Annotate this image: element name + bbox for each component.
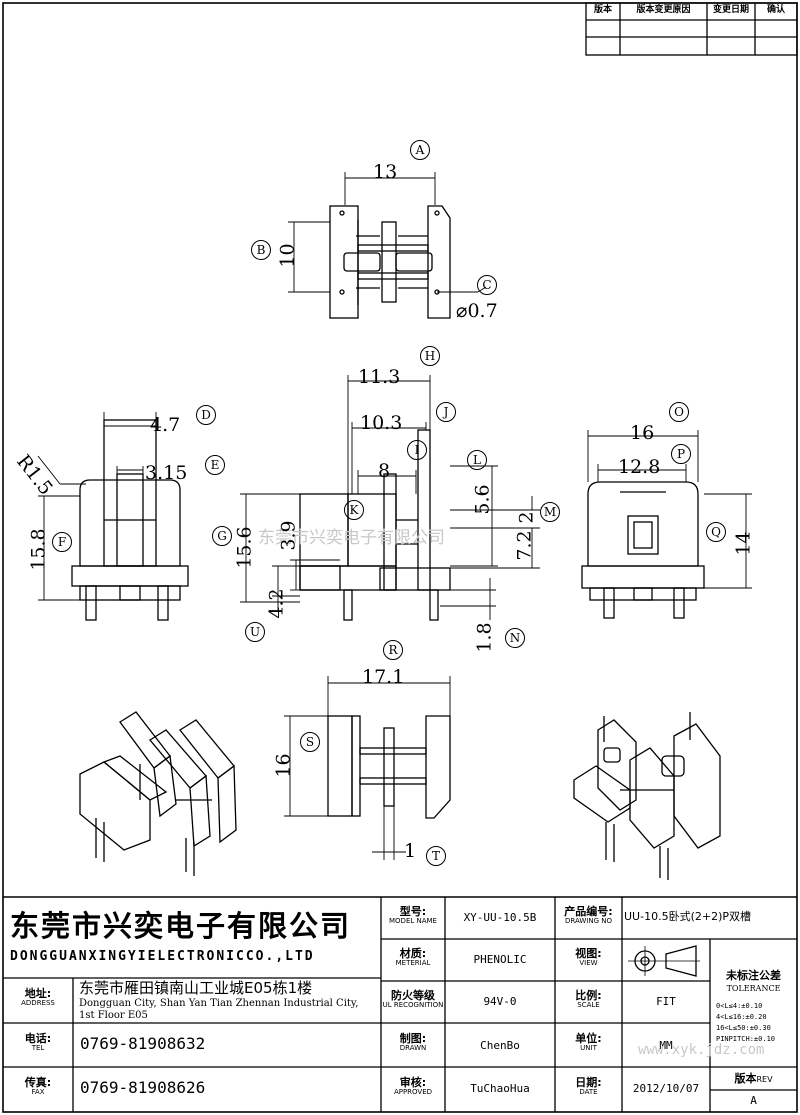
- ref-m: M: [540, 502, 560, 522]
- date-value: 2012/10/07: [632, 1082, 700, 1095]
- dim-q-value: 14: [732, 531, 755, 556]
- address-label: 地址:ADDRESS: [21, 987, 55, 1007]
- dim-h-value: 11.3: [358, 366, 401, 388]
- ref-k: K: [344, 500, 364, 520]
- unit-label: 单位:UNIT: [575, 1032, 602, 1052]
- scale-value: FIT: [656, 995, 676, 1008]
- ul-value: 94V-0: [483, 995, 517, 1008]
- dim-t-value: 1: [404, 840, 417, 862]
- ref-n: N: [505, 628, 525, 648]
- ref-b: B: [251, 240, 271, 260]
- ref-l: L: [467, 450, 487, 470]
- rev-header-version: 版本: [593, 5, 612, 15]
- ref-j: J: [436, 402, 456, 422]
- ref-d: D: [196, 405, 216, 425]
- dim-p-value: 12.8: [618, 456, 661, 478]
- drawn-label: 制图:DRAWN: [399, 1032, 427, 1052]
- drawn-value: ChenBo: [480, 1039, 520, 1052]
- material-value: PHENOLIC: [473, 953, 527, 966]
- dim-f-value: 15.8: [27, 528, 50, 571]
- ref-e: E: [205, 455, 225, 475]
- company-name-en: DONGGUANXINGYIELECTRONICCO.,LTD: [10, 949, 315, 964]
- scale-label: 比例:SCALE: [575, 989, 602, 1009]
- dim-m-value: 2: [515, 511, 538, 524]
- ref-r: R: [383, 640, 403, 660]
- tolerance-line-4: PINPITCH:±0.10: [716, 1035, 776, 1043]
- tolerance-line-3: 16<L≤50:±0.30: [716, 1024, 771, 1032]
- approved-value: TuChaoHua: [470, 1082, 530, 1095]
- ref-h: H: [420, 346, 440, 366]
- dim-g-value: 15.6: [233, 526, 256, 569]
- ref-s: S: [300, 732, 320, 752]
- title-block: [3, 896, 797, 1112]
- ref-g: G: [212, 526, 232, 546]
- material-label: 材质:METERIAL: [395, 947, 431, 967]
- ref-a: A: [410, 140, 430, 160]
- model-value: XY-UU-10.5B: [463, 911, 537, 924]
- front-view: [240, 375, 540, 621]
- dim-j-value: 10.3: [360, 412, 403, 434]
- dim-l-value: 5.6: [471, 484, 494, 515]
- dim-e-value: 3.15: [145, 462, 188, 484]
- ref-u: U: [245, 622, 265, 642]
- top-view: [288, 172, 487, 319]
- ref-c: C: [477, 275, 497, 295]
- fax-value: 0769-81908626: [80, 1078, 206, 1097]
- dim-d-value: 4.7: [150, 414, 181, 436]
- company-name-cn: 东莞市兴奕电子有限公司: [10, 909, 352, 943]
- tel-label: 电话:TEL: [24, 1032, 52, 1052]
- bottom-view: [284, 676, 451, 860]
- address-value-cn: 东莞市雁田镇南山工业城E05栋1楼: [79, 979, 313, 997]
- tolerance-title: 未标注公差: [726, 969, 781, 982]
- dim-c-value: ⌀0.7: [456, 300, 498, 322]
- unit-value: MM: [659, 1039, 673, 1052]
- rev-header-date: 变更日期: [712, 5, 749, 15]
- tolerance-line-1: 0<L≤4:±0.10: [716, 1002, 763, 1010]
- dim-c-number: 0.7: [467, 300, 498, 322]
- watermark-footer: www.xyk.jdz.com: [638, 1042, 765, 1058]
- dim-u-value: 4.2: [265, 588, 288, 619]
- rev-label: 版本REV: [734, 1072, 773, 1085]
- dim-q-left-value: 7.2: [513, 530, 536, 561]
- approved-label: 审核:APPROVED: [393, 1076, 433, 1096]
- dim-s-value: 16: [272, 753, 295, 778]
- revision-table: [585, 2, 798, 56]
- address-value-en-1: Dongguan City, Shan Yan Tian Zhennan Ind…: [79, 998, 359, 1009]
- left-view: [37, 412, 189, 621]
- dim-k-value: 3.9: [277, 520, 300, 551]
- ref-p: P: [671, 444, 691, 464]
- ref-t: T: [426, 846, 446, 866]
- dim-n-value: 1.8: [473, 622, 496, 653]
- tel-value: 0769-81908632: [80, 1034, 206, 1053]
- drawing-no-value: UU-10.5卧式(2+2)P双槽: [624, 910, 751, 923]
- drawing-no-label: 产品编号:DRAWING NO: [564, 905, 613, 925]
- ref-o: O: [669, 402, 689, 422]
- dim-o-value: 16: [630, 422, 655, 444]
- right-view: [581, 430, 752, 619]
- ref-i: I: [407, 440, 427, 460]
- iso-view-right: [573, 712, 721, 880]
- dim-r-value: 17.1: [362, 666, 405, 688]
- model-label: 型号:MODEL NAME: [389, 905, 437, 925]
- dim-i-value: 8: [378, 460, 391, 482]
- tolerance-line-2: 4<L≤16:±0.20: [716, 1013, 767, 1021]
- rev-header-reason: 版本变更原因: [636, 5, 691, 15]
- rev-header-confirm: 确认: [766, 5, 785, 15]
- tolerance-title-en: TOLERANCE: [726, 984, 781, 993]
- dim-b-value: 10: [276, 243, 299, 268]
- iso-view-left: [79, 711, 237, 876]
- projection-symbol: [628, 945, 700, 977]
- ref-f: F: [52, 532, 72, 552]
- view-label: 视图:VIEW: [575, 947, 602, 967]
- rev-value: A: [750, 1094, 757, 1107]
- address-value-en-2: 1st Floor E05: [79, 1010, 148, 1021]
- dim-a-value: 13: [373, 161, 398, 183]
- date-label: 日期:DATE: [575, 1076, 602, 1096]
- watermark-center: 东莞市兴奕电子有限公司: [258, 528, 445, 548]
- fax-label: 传真:FAX: [24, 1076, 52, 1096]
- ref-q: Q: [706, 522, 726, 542]
